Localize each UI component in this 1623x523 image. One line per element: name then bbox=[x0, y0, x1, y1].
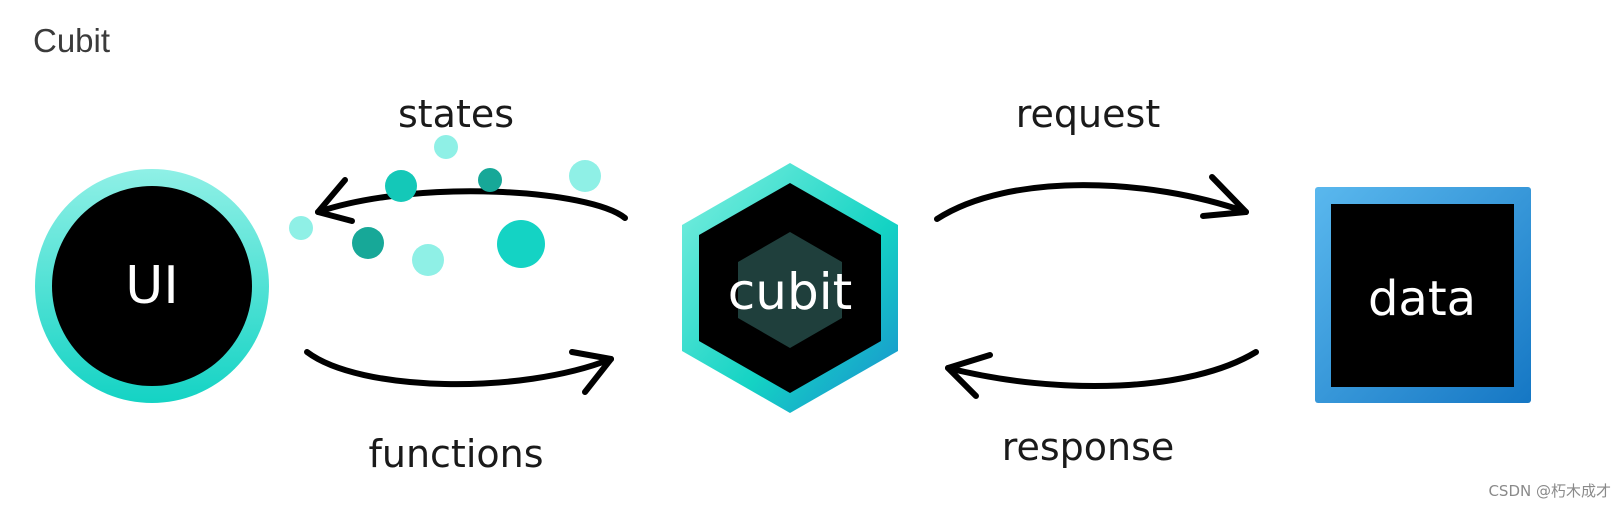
state-dot bbox=[434, 135, 458, 159]
watermark: CSDN @朽木成才 bbox=[1488, 482, 1611, 500]
ui-node-label: UI bbox=[125, 256, 178, 316]
response-arrow bbox=[945, 349, 1259, 390]
cubit-inner-hex bbox=[738, 232, 842, 348]
request-arrow bbox=[934, 182, 1249, 222]
states-arrowhead bbox=[315, 177, 355, 224]
state-dot bbox=[385, 170, 417, 202]
functions-arrow bbox=[304, 349, 614, 388]
functions-arrowhead bbox=[569, 349, 614, 395]
states-arrow bbox=[315, 188, 628, 221]
cubit-node-label: cubit bbox=[728, 263, 852, 321]
state-dot bbox=[289, 216, 313, 240]
data-node-core bbox=[1331, 204, 1514, 387]
ui-node-core bbox=[52, 186, 252, 386]
data-node-label: data bbox=[1368, 271, 1476, 327]
state-dot bbox=[352, 227, 384, 259]
data-node: data bbox=[1315, 187, 1531, 403]
ui-node: UI bbox=[35, 169, 269, 403]
states-label: states bbox=[398, 92, 514, 136]
request-arrowhead bbox=[1200, 174, 1249, 219]
state-dots bbox=[289, 135, 601, 276]
functions-label: functions bbox=[368, 432, 543, 476]
response-arrowhead bbox=[945, 352, 993, 399]
request-label: request bbox=[1016, 92, 1160, 136]
page-title: Cubit bbox=[33, 22, 111, 59]
response-label: response bbox=[1002, 425, 1175, 469]
state-dot bbox=[569, 160, 601, 192]
state-dot bbox=[478, 168, 502, 192]
state-dot bbox=[412, 244, 444, 276]
cubit-node: cubit bbox=[682, 163, 898, 413]
state-dot bbox=[497, 220, 545, 268]
